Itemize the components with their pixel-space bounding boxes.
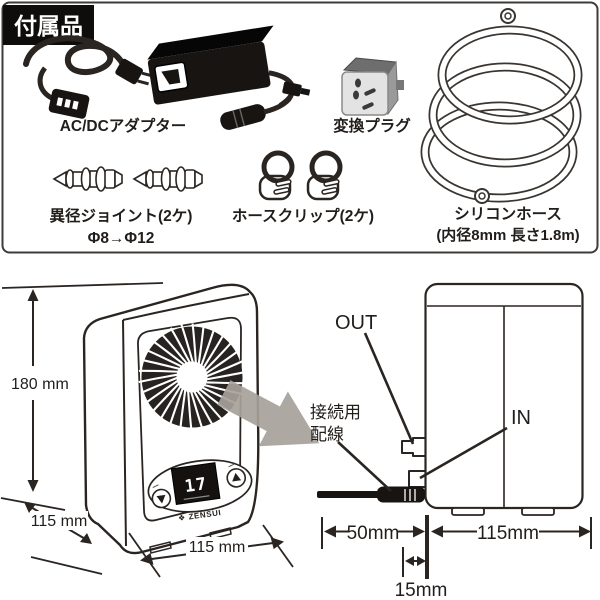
hose-clip (258, 150, 295, 201)
width-dimension: 115 mm (128, 524, 294, 578)
out-label: OUT (335, 312, 377, 334)
down-arrow-icon (156, 494, 166, 504)
temp-down-button (151, 484, 172, 509)
height-dimension-label: 180 mm (11, 376, 69, 393)
accessories-panel: 付属品 (1, 1, 599, 254)
joint-fitting (52, 166, 123, 192)
out-fitting (401, 437, 425, 457)
offset-dimension-label: 15mm (395, 580, 448, 600)
offset-dimension: 15mm (395, 547, 448, 600)
depth-dimension-label: 115 mm (31, 513, 88, 530)
side-depth-dimension: 115mm (425, 515, 592, 579)
dc-cord (263, 94, 294, 115)
in-leader-line (419, 426, 508, 480)
side-body-lines (427, 305, 581, 507)
wiring-label-line2: 配線 (310, 425, 344, 444)
accessories-tab-label: 付属品 (14, 13, 83, 39)
wiring-leader-line (337, 441, 392, 492)
cable-dimension: 50mm (321, 517, 425, 549)
ac-dc-adapter-illustration: AC/DCアダプター (23, 25, 311, 135)
conversion-plug-illustration: 変換プラグ (333, 57, 411, 135)
in-fitting (408, 470, 425, 488)
joint-label-line1: 異径ジョイント(2ケ) (50, 206, 193, 225)
silicone-hose-illustration: シリコンホース (内径8mm 長さ1.8m) (420, 8, 583, 244)
adapter-label: AC/DCアダプター (60, 116, 187, 135)
device-body-outline (82, 283, 260, 555)
clip-illustration: ホースクリップ(2ケ) (232, 150, 374, 225)
hose-coil (420, 8, 583, 204)
temperature-display-value: 17 (183, 474, 208, 497)
hose-label-line1: シリコンホース (454, 205, 562, 223)
up-arrow-icon (232, 472, 242, 482)
out-leader-line (363, 332, 415, 445)
side-depth-dimension-label: 115mm (477, 523, 539, 544)
hose-label-line2: (内径8mm 長さ1.8m) (436, 226, 579, 244)
temp-up-button (226, 463, 247, 488)
front-view-diagram: 17 ❖ ZENSUI 180 mm (0, 282, 320, 578)
width-dimension-label: 115 mm (189, 539, 246, 556)
power-cord (23, 35, 127, 76)
side-view-diagram: OUT IN 接続用 配線 50mm 115mm 15mm (310, 282, 592, 600)
wiring-label-line1: 接続用 (310, 403, 361, 422)
power-cable (317, 486, 425, 503)
side-foot-left (451, 507, 485, 516)
plug-label: 変換プラグ (333, 116, 411, 135)
clip-label: ホースクリップ(2ケ) (232, 206, 374, 225)
iec-connector (37, 66, 90, 119)
fan (138, 323, 246, 431)
control-panel: 17 (147, 459, 253, 513)
joint-label-line2: Φ8→Φ12 (88, 230, 155, 247)
in-label: IN (511, 407, 531, 429)
view-direction-arrow (217, 380, 320, 447)
wall-plug (115, 58, 154, 86)
temperature-display (170, 462, 221, 506)
device-front-edges (122, 293, 250, 547)
ferrite-bead (220, 104, 266, 130)
fan-gap-lines (138, 323, 246, 431)
side-foot-right (521, 507, 555, 516)
depth-dimension: 115 mm (24, 502, 103, 575)
cable-dimension-label: 50mm (347, 523, 400, 544)
dc-barrel-plug (282, 81, 311, 97)
joint-illustration: 異径ジョイント(2ケ) Φ8→Φ12 (50, 166, 203, 247)
front-foot-left (149, 541, 172, 554)
